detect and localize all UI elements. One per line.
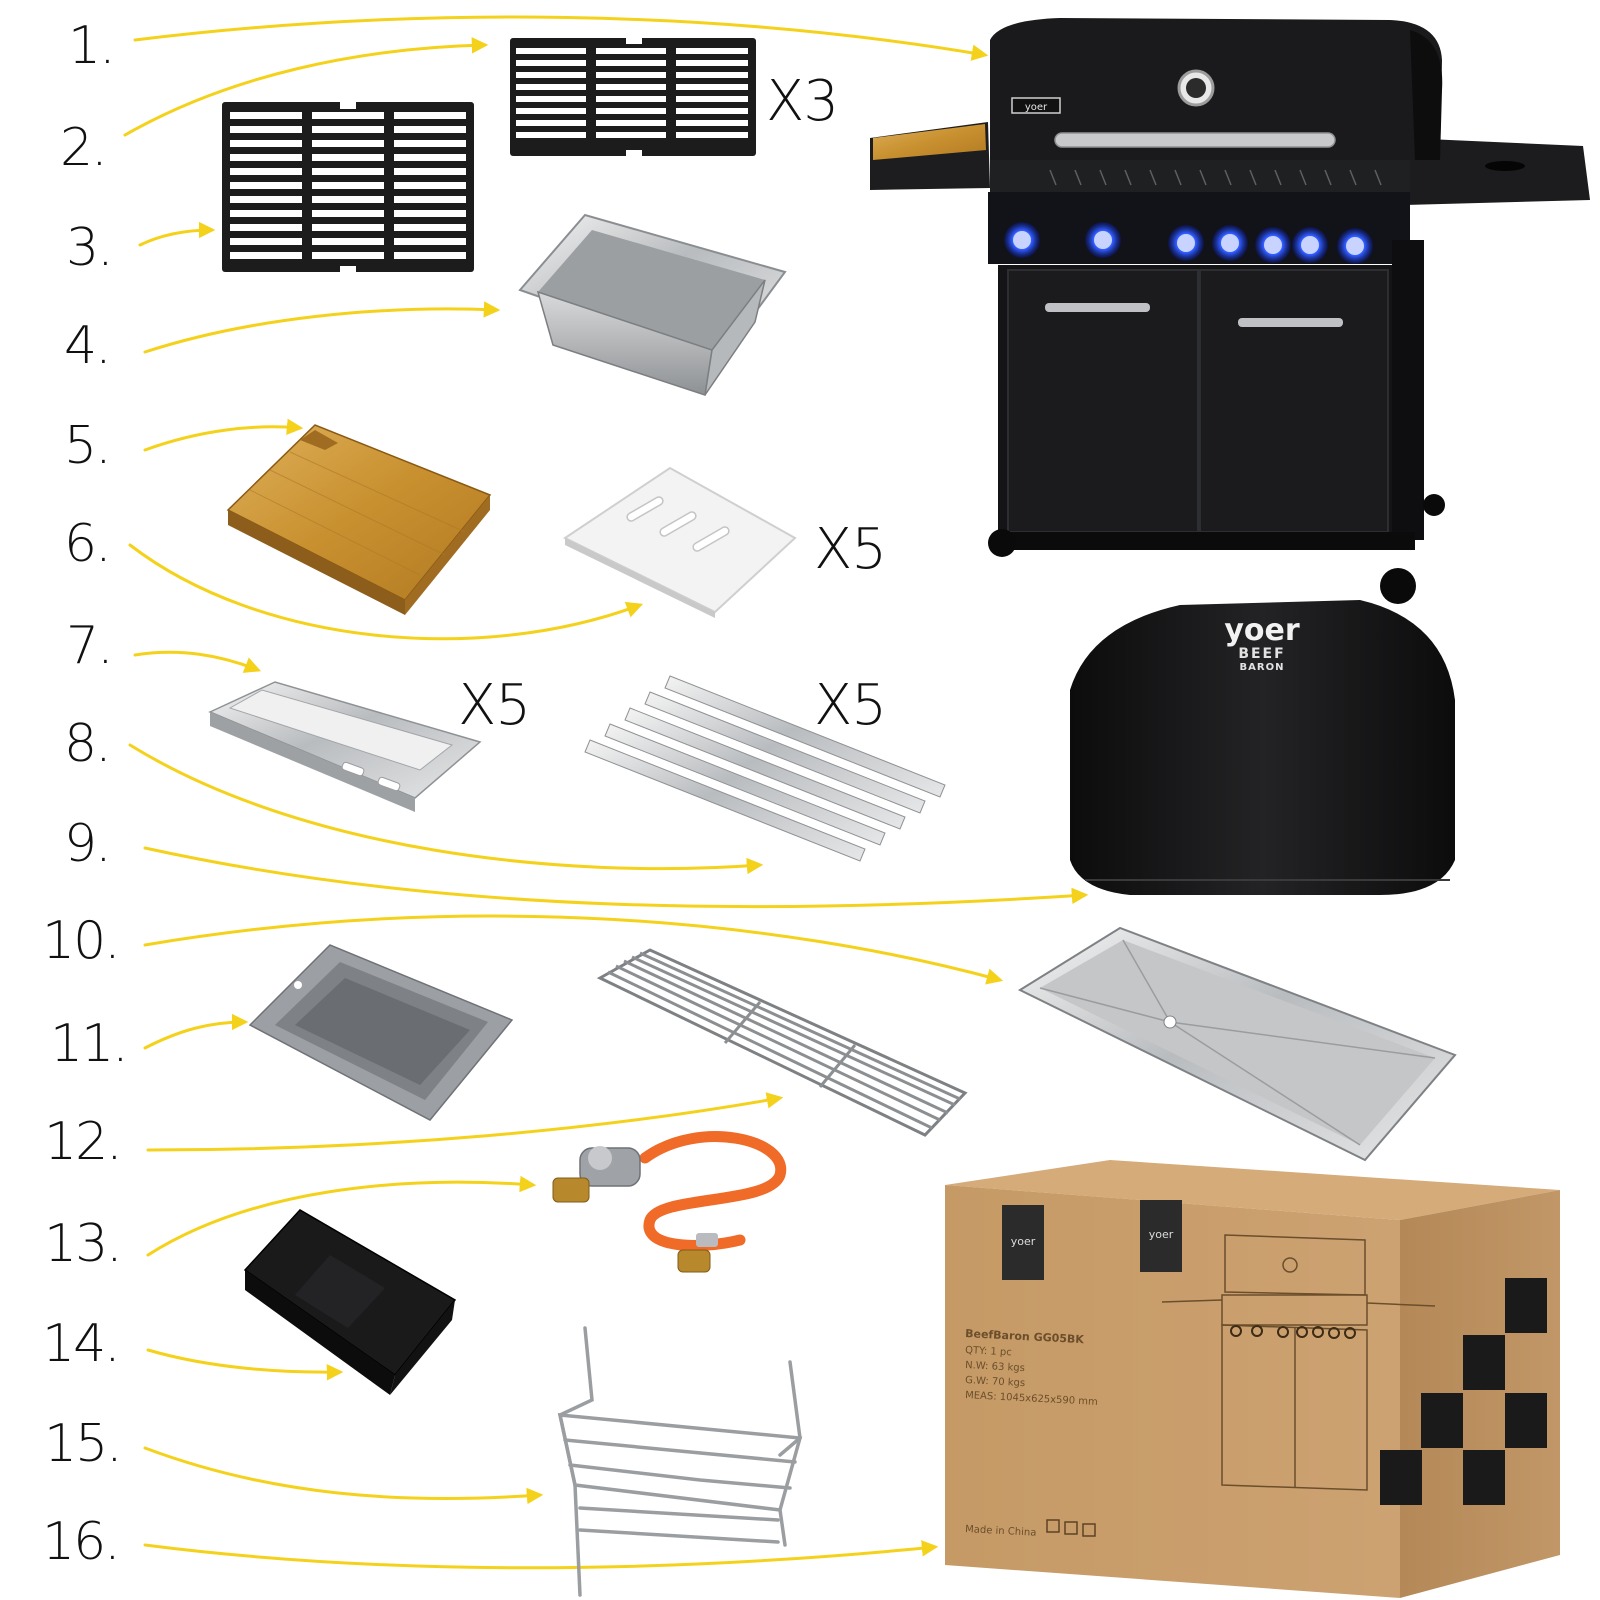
heat-plate-image: [563, 466, 797, 618]
arrow-13: [146, 1175, 537, 1257]
bamboo-board-image: [226, 424, 492, 615]
wire-basket-image: [557, 1326, 803, 1597]
arrow-16: [143, 1540, 939, 1570]
base-frame: [995, 532, 1415, 550]
cover-logo: yoer: [1224, 613, 1300, 648]
arrow-14: [146, 1348, 344, 1381]
side-burner: [1485, 161, 1525, 171]
caster-right: [1380, 568, 1416, 604]
item-number-15: 15.: [44, 1414, 123, 1474]
battery-box-image: [243, 1209, 457, 1395]
item-number-7: 7.: [66, 616, 114, 676]
box-gw: G.W: 70 kgs: [965, 1375, 1026, 1389]
vent-slots: [1049, 169, 1382, 186]
thermometer-dial: [1186, 78, 1206, 98]
door-handle-right: [1238, 318, 1343, 327]
qty-heat-plate: X5: [814, 517, 887, 582]
box-grill-outline: [1161, 1234, 1436, 1491]
item-number-5: 5.: [64, 416, 112, 476]
arrow-1: [133, 15, 989, 61]
box-logo-right-text: yoer: [1149, 1228, 1174, 1241]
item-number-2: 2.: [60, 118, 108, 178]
caster-left: [988, 529, 1016, 557]
lid-end-cap: [1410, 30, 1443, 160]
steel-container-image: [518, 213, 787, 396]
box-model: BeefBaron GG05BK: [965, 1327, 1085, 1346]
item-number-9: 9.: [64, 814, 112, 874]
warming-rack-image: [596, 948, 968, 1137]
grill-lid: [990, 18, 1442, 160]
knobs: [1004, 222, 1373, 264]
box-logo-left-text: yoer: [1011, 1235, 1036, 1248]
item-number-11: 11.: [50, 1014, 129, 1074]
shipping-box-image: yoer yoer BeefBaron GG05BK QTY: 1 pc N.W…: [945, 1160, 1560, 1598]
arrow-layer: [123, 15, 1089, 1570]
qty-grate: X3: [766, 69, 839, 134]
box-origin: Made in China: [965, 1524, 1037, 1539]
arrow-7: [133, 650, 262, 673]
box-logo-right: [1140, 1200, 1182, 1272]
item-number-16: 16.: [42, 1512, 121, 1572]
arrow-6: [128, 543, 644, 641]
item-number-10: 10.: [42, 911, 121, 971]
qty-burner-rail: X5: [814, 673, 887, 738]
cover-baron: BARON: [1240, 662, 1285, 673]
box-nw: N.W: 63 kgs: [965, 1360, 1025, 1374]
qty-flame-tamer: X5: [458, 673, 531, 738]
item-number-4: 4.: [64, 316, 112, 376]
vent-strip: [990, 160, 1410, 192]
lid-handle: [1054, 132, 1336, 148]
grill-image: yoer: [870, 18, 1590, 604]
arrow-12: [146, 1092, 784, 1152]
arrow-5: [143, 418, 304, 452]
box-top: [945, 1160, 1560, 1220]
gas-regulator-image: [552, 1131, 787, 1273]
box-icon-panel: [1380, 1278, 1547, 1505]
arrow-4: [143, 301, 501, 354]
cover-beef: BEEF: [1238, 646, 1285, 662]
grill-logo-badge: [1011, 97, 1061, 114]
item-number-6: 6.: [64, 514, 112, 574]
item-number-3: 3.: [66, 218, 114, 278]
flame-tamer-image: [208, 681, 482, 812]
door-handle-left: [1045, 303, 1150, 312]
right-shelf: [1405, 138, 1590, 205]
box-front: [945, 1185, 1400, 1598]
arrow-15: [143, 1446, 544, 1505]
box-logo-left: [1002, 1205, 1044, 1280]
left-shelf-wood: [873, 124, 986, 160]
box-qty: QTY: 1 pc: [965, 1345, 1012, 1358]
cabinet-side: [1392, 240, 1424, 540]
item-number-8: 8.: [64, 714, 112, 774]
grate-small-image: [510, 36, 756, 158]
grate-large-image: [222, 100, 474, 275]
arrow-9: [143, 846, 1089, 909]
arrow-11: [143, 1013, 249, 1050]
box-cert-marks: [1046, 1519, 1096, 1537]
arrow-8: [128, 743, 764, 875]
arrow-2: [123, 37, 489, 137]
grill-cover-image: yoer BEEF BARON: [1070, 600, 1455, 895]
grill-logo: yoer: [1025, 102, 1048, 113]
arrow-10: [143, 914, 1004, 985]
arrow-3: [138, 221, 216, 247]
box-outline-knobs: [1230, 1325, 1356, 1339]
burner-rail-image: [584, 675, 946, 862]
cabinet-door-right: [1199, 269, 1389, 533]
item-number-13: 13.: [44, 1214, 123, 1274]
caster-rear: [1423, 494, 1445, 516]
item-number-1: 1.: [68, 16, 116, 76]
item-number-14: 14.: [42, 1314, 121, 1374]
box-label: BeefBaron GG05BK QTY: 1 pc N.W: 63 kgs G…: [965, 1327, 1098, 1539]
grease-cup-image: [248, 944, 514, 1121]
item-number-12: 12.: [44, 1112, 123, 1172]
cabinet-door-left: [1007, 269, 1199, 533]
drip-tray-image: [1017, 926, 1457, 1162]
